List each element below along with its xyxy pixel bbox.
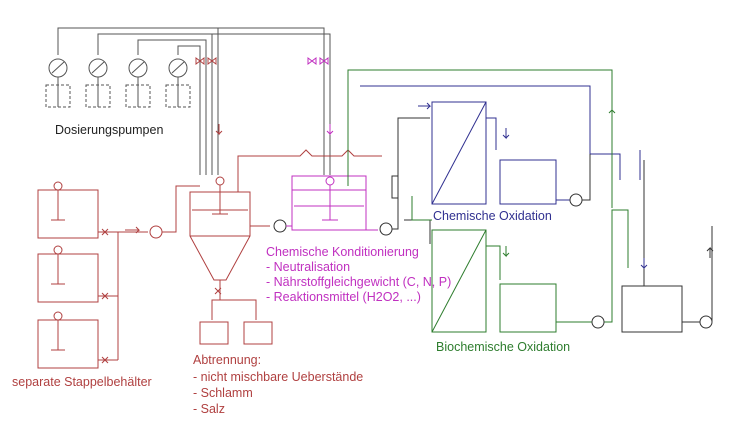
chemical-oxidation-label: Chemische Oxidation [433,209,552,223]
conditioning-item: - Reaktionsmittel (H2O2, ...) [266,290,421,304]
conditioning-item: - Nährstoffgleichgewicht (C, N, P) [266,275,451,289]
agitator-icon [322,176,338,221]
flow-arrow-icon [640,258,648,270]
dosing-pump-icon [45,58,71,108]
conditioning-pump-icon [379,117,431,244]
separation-text: Abtrennung: - nicht mischbare Ueberständ… [193,353,363,416]
chemical-return-line [639,150,648,270]
agitator-icon [51,181,65,221]
agitator-icon [51,311,65,351]
biochemical-oxidation-label: Biochemische Oxidation [436,340,570,354]
conditioning-text: Chemische Konditionierung - Neutralisati… [266,245,451,304]
agitator-icon [212,176,228,215]
separation-item: - Salz [193,402,225,416]
biochemical-pump-icon [591,315,605,329]
dosing-pump-icon [125,58,151,108]
separation-title: Abtrennung: [193,353,261,367]
flow-arrow-icon [608,108,616,120]
chemical-oxidation-unit [360,85,621,205]
storage-tanks-label: separate Stappelbehälter [12,375,152,389]
conditioning-item: - Neutralisation [266,260,350,274]
final-tank [621,160,714,333]
flow-arrow-icon [418,102,432,110]
storage-tanks-group [37,181,200,369]
flow-arrow-icon [125,226,141,234]
dosing-pumps-group [45,27,331,175]
conditioning-tank [286,175,378,231]
agitator-icon [51,245,65,285]
biochemical-oxidation-unit [347,69,629,333]
discharge-pump-icon [699,315,713,329]
dosing-pump-icon [165,58,191,108]
conditioning-title: Chemische Konditionierung [266,245,419,259]
valve-cluster-icon [195,57,217,65]
flow-arrow-icon [706,246,714,258]
feed-pump-icon [149,225,163,239]
flow-arrow-icon [502,128,510,140]
separation-item: - Schlamm [193,386,253,400]
separation-tank [189,149,382,345]
flow-arrow-icon [215,124,223,136]
separation-item: - nicht mischbare Ueberstände [193,370,363,384]
chemical-pump-icon [569,154,591,207]
flow-arrow-icon [326,124,334,136]
dosing-pump-icon [85,58,111,108]
valve-cluster-icon [307,57,329,65]
transfer-pump-icon [273,219,287,233]
flow-arrow-icon [502,246,510,258]
dosing-pumps-label: Dosierungspumpen [55,123,163,137]
